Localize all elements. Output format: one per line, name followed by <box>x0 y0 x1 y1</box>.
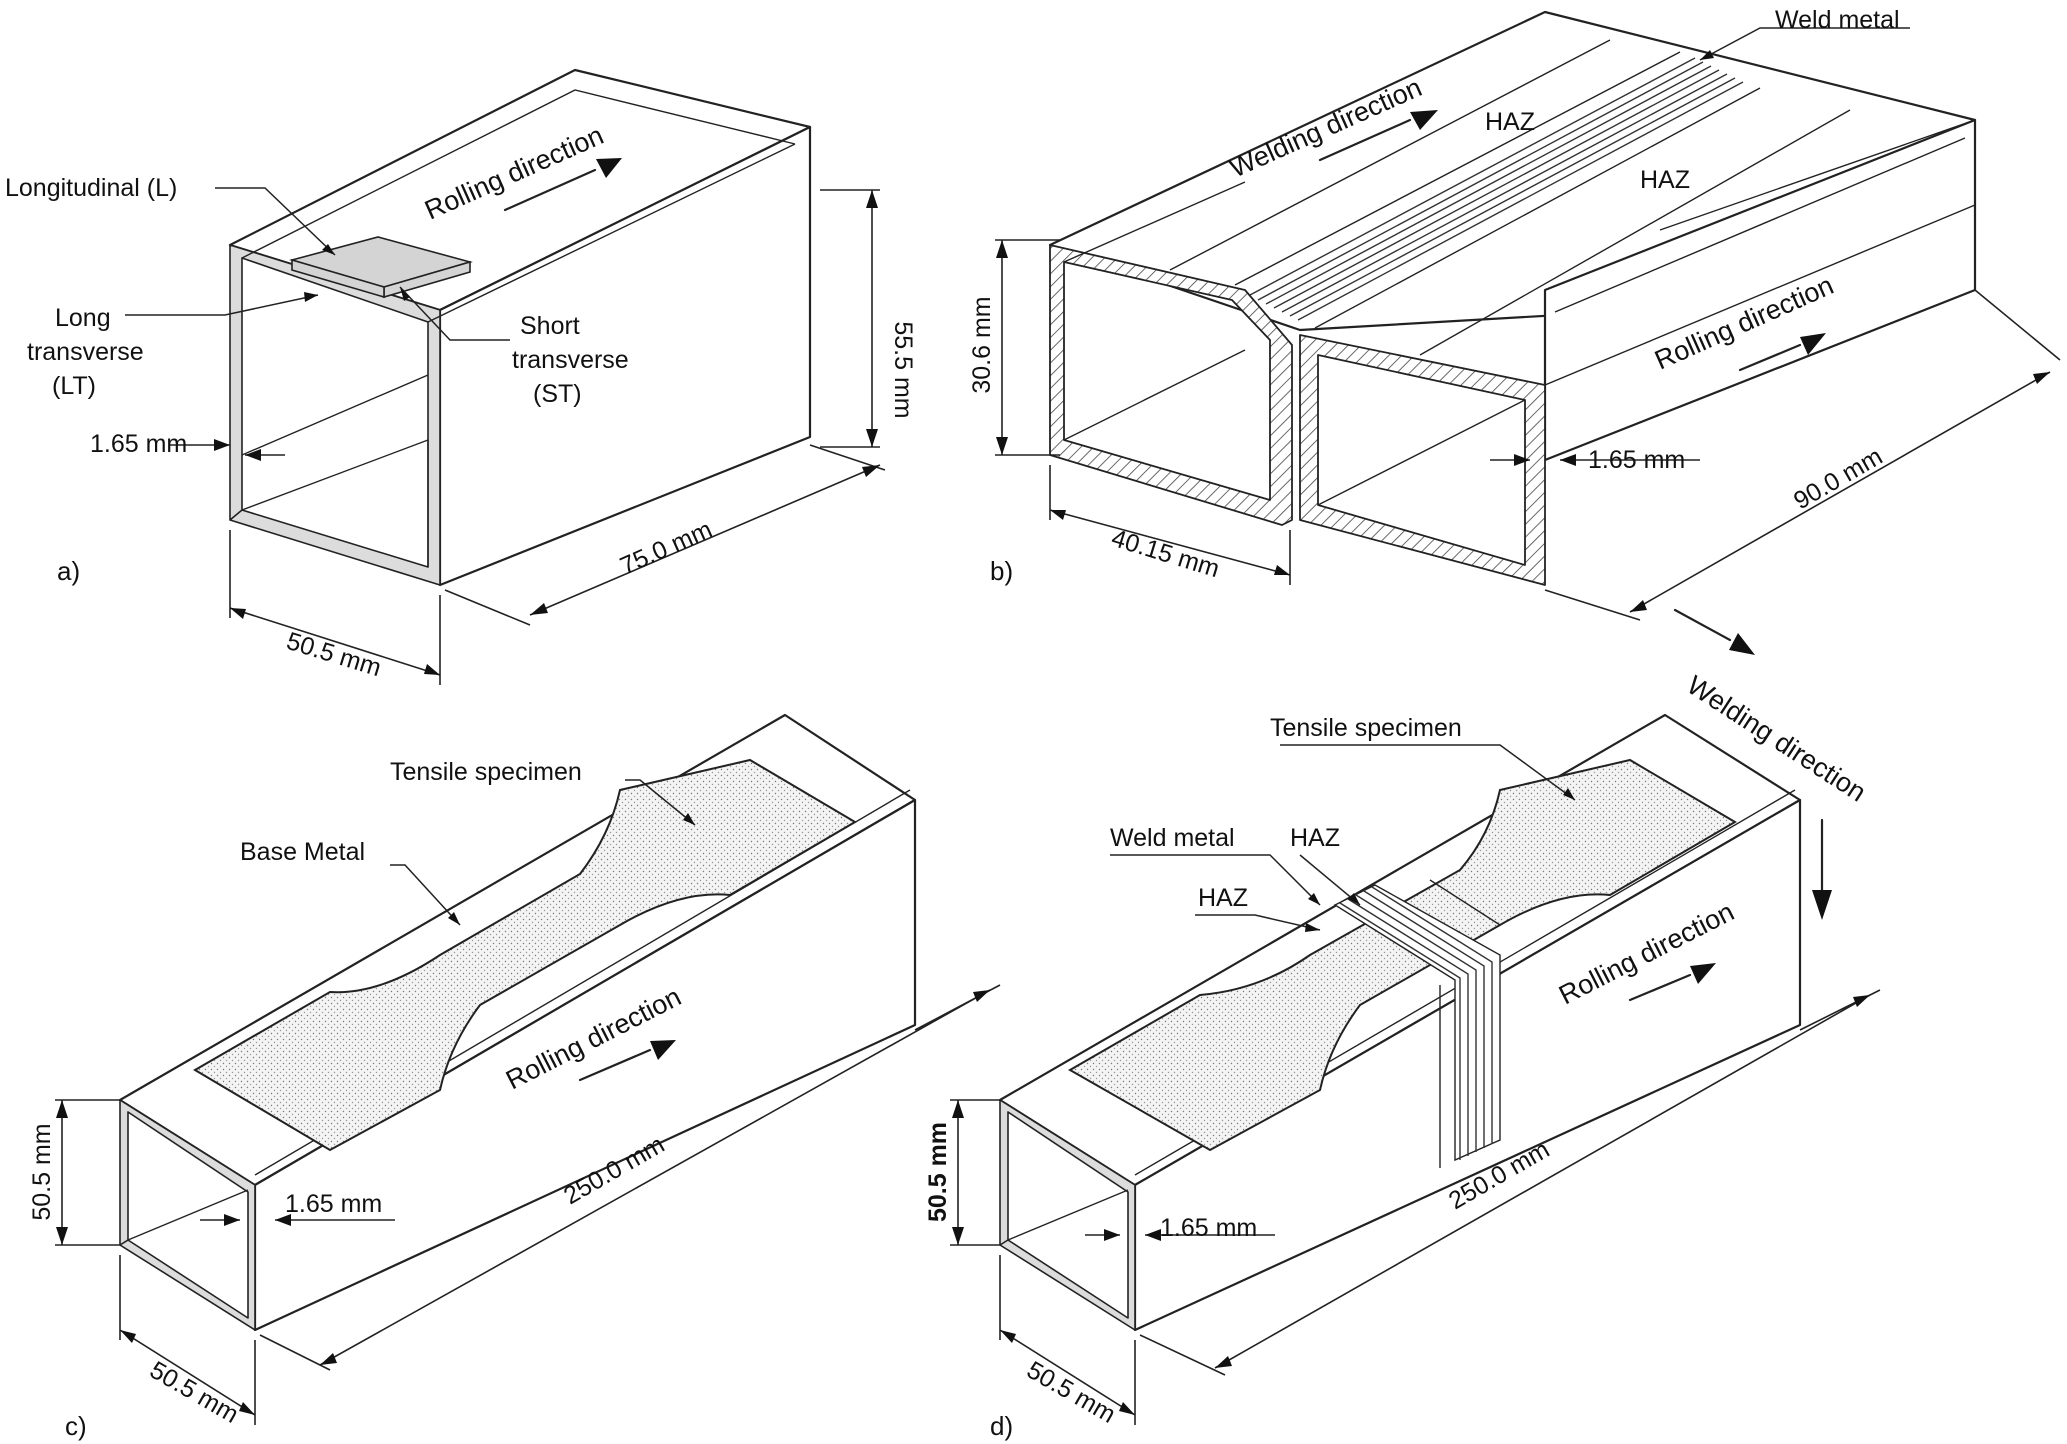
label-haz-2-b: HAZ <box>1640 166 1690 194</box>
leader-weld-metal-d <box>1110 854 1321 906</box>
label-thickness-c: 1.65 mm <box>285 1190 382 1218</box>
rolling-arrow-d <box>1690 963 1716 984</box>
dim-height-b <box>995 239 1060 456</box>
welding-arrow-d <box>1729 633 1755 655</box>
leader-longitudinal <box>215 187 336 256</box>
leader-haz-1-d <box>1299 854 1361 906</box>
leader-haz-2-d <box>1195 914 1321 931</box>
label-width-c: 50.5 mm <box>145 1356 243 1429</box>
label-height-d: 50.5 mm <box>924 1122 952 1222</box>
label-thickness-a: 1.65 mm <box>90 430 187 458</box>
label-width-b: 40.15 mm <box>1108 524 1223 583</box>
label-haz-1-d: HAZ <box>1290 824 1340 852</box>
label-long-transverse-3: (LT) <box>52 372 96 400</box>
panel-label-c: c) <box>65 1411 87 1441</box>
label-tensile-c: Tensile specimen <box>390 758 582 786</box>
label-tensile-d: Tensile specimen <box>1270 714 1462 742</box>
label-length-b: 90.0 mm <box>1789 442 1887 515</box>
label-thickness-d: 1.65 mm <box>1160 1214 1257 1242</box>
leader-tensile-c <box>625 779 696 826</box>
label-short-transverse-2: transverse <box>512 346 629 374</box>
label-haz-2-d: HAZ <box>1198 884 1248 912</box>
leader-short-transverse <box>399 286 510 341</box>
tube-c-end-wall <box>119 1099 256 1331</box>
tensile-specimen-d <box>1067 758 1737 1152</box>
dim-height-c <box>55 1099 120 1246</box>
dim-width-c <box>119 1255 256 1425</box>
label-weld-metal-d: Weld metal <box>1110 824 1235 852</box>
leader-base-metal-c <box>390 864 461 926</box>
dim-width-a <box>229 530 441 685</box>
label-width-d: 50.5 mm <box>1022 1356 1120 1429</box>
dim-width-b <box>1049 465 1291 585</box>
rolling-arrow-a <box>596 158 622 178</box>
panel-a: Longitudinal (L) Long transverse (LT) Sh… <box>5 68 917 685</box>
downward-arrow-d <box>1812 890 1832 920</box>
label-thickness-b: 1.65 mm <box>1588 446 1685 474</box>
panel-d: Tensile specimen Welding direction Weld … <box>924 608 1881 1441</box>
section-right-b <box>1299 334 1546 586</box>
label-haz-1-b: HAZ <box>1485 108 1535 136</box>
label-long-transverse-1: Long <box>55 304 111 332</box>
panel-label-a: a) <box>57 556 80 586</box>
label-weld-metal-b: Weld metal <box>1775 6 1900 34</box>
leader-tensile-d <box>1280 744 1576 801</box>
leader-long-transverse <box>125 294 319 316</box>
welding-arrow-b <box>1410 110 1438 130</box>
label-height-a: 55.5 mm <box>889 321 917 418</box>
weld-band-d <box>1333 879 1501 1168</box>
weld-bead-b <box>1249 57 1744 321</box>
panel-label-b: b) <box>990 556 1013 586</box>
rolling-arrow-b <box>1800 333 1826 355</box>
panel-b: Weld metal Welding direction HAZ HAZ Rol… <box>968 6 2061 621</box>
label-width-a: 50.5 mm <box>283 627 384 682</box>
label-long-transverse-2: transverse <box>27 338 144 366</box>
leader-weld-metal-b <box>1699 27 1910 61</box>
dim-length-b <box>1544 289 2061 621</box>
dim-height-d <box>950 1099 1000 1246</box>
panel-label-d: d) <box>990 1411 1013 1441</box>
rolling-arrow-c <box>650 1040 676 1060</box>
label-longitudinal: Longitudinal (L) <box>5 174 177 202</box>
label-height-c: 50.5 mm <box>28 1123 56 1220</box>
tube-d-end-wall <box>999 1099 1136 1331</box>
label-short-transverse-1: Short <box>520 312 580 340</box>
dim-height-a <box>820 189 880 448</box>
label-height-b: 30.6 mm <box>968 296 996 393</box>
panel-c: Tensile specimen Base Metal Rolling dire… <box>28 713 1001 1441</box>
dim-width-d <box>999 1255 1136 1425</box>
label-length-a: 75.0 mm <box>616 515 716 580</box>
label-short-transverse-3: (ST) <box>533 380 582 408</box>
label-base-metal-c: Base Metal <box>240 838 365 866</box>
tube-a <box>228 68 812 587</box>
tensile-specimen-c <box>193 758 857 1152</box>
